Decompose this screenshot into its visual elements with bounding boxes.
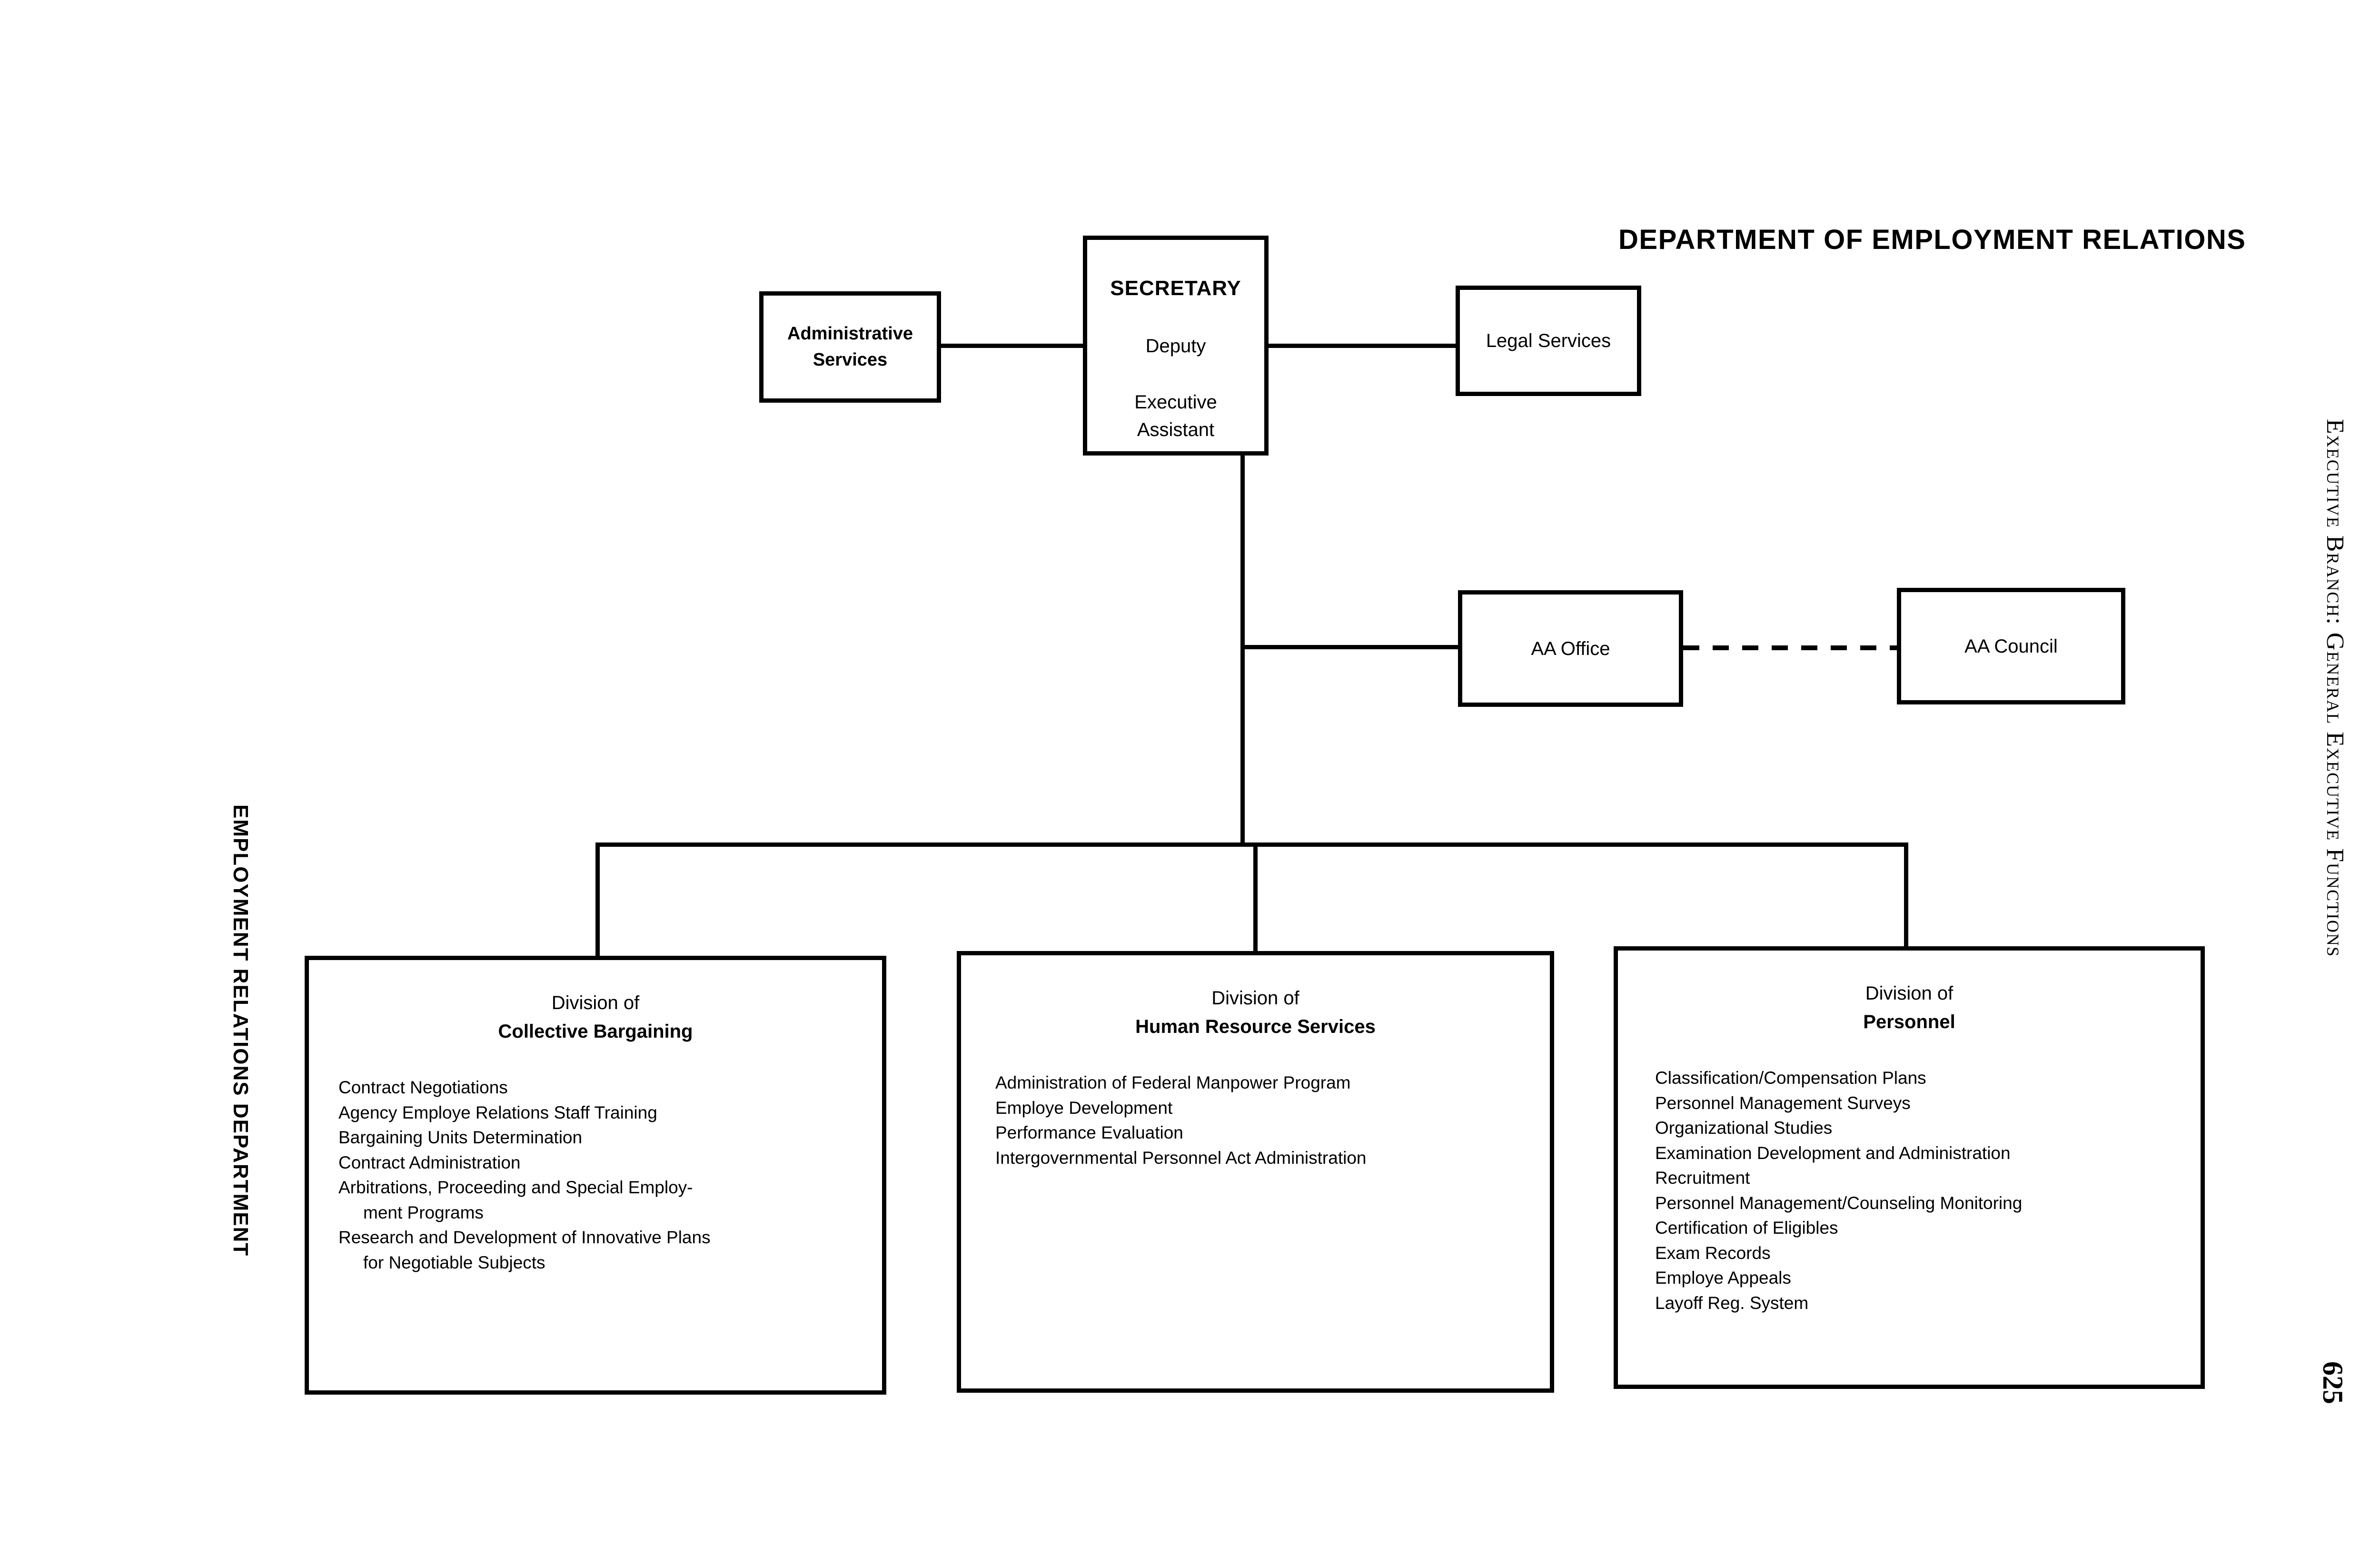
- list-item: Administration of Federal Manpower Progr…: [995, 1073, 1351, 1092]
- division-human-resource-services[interactable]: Division of Human Resource Services Admi…: [957, 951, 1554, 1393]
- list-item: Contract Administration: [338, 1152, 521, 1172]
- list-item: Employe Appeals: [1655, 1268, 1791, 1288]
- legal-services-label: Legal Services: [1486, 330, 1611, 351]
- division-heading: Division of Human Resource Services: [961, 984, 1550, 1041]
- secretary-executive-assistant-line1: Executive: [1134, 391, 1217, 413]
- secretary-title: SECRETARY: [1110, 277, 1241, 300]
- list-item: Layoff Reg. System: [1655, 1293, 1809, 1313]
- connector-secretary-to-legal: [1268, 344, 1457, 348]
- division-function-list: Classification/Compensation Plans Person…: [1618, 1066, 2201, 1316]
- list-item: Organizational Studies: [1655, 1118, 1833, 1138]
- list-item: Recruitment: [1655, 1168, 1750, 1188]
- division-prefix: Division of: [1211, 988, 1299, 1009]
- list-item: Contract Negotiations: [338, 1078, 508, 1097]
- aa-council-label: AA Council: [1964, 635, 2058, 657]
- list-item: Research and Development of Innovative P…: [338, 1228, 711, 1272]
- node-legal-services[interactable]: Legal Services: [1456, 286, 1641, 396]
- list-item: Classification/Compensation Plans: [1655, 1068, 1926, 1088]
- list-item: Personnel Management/Counseling Monitori…: [1655, 1193, 2023, 1213]
- list-item: Intergovernmental Personnel Act Administ…: [995, 1148, 1367, 1168]
- list-item: Examination Development and Administrati…: [1655, 1143, 2011, 1163]
- page-number: 625: [2317, 1361, 2349, 1404]
- list-item: Arbitrations, Proceeding and Special Emp…: [338, 1178, 693, 1222]
- list-item: Personnel Management Surveys: [1655, 1093, 1911, 1113]
- division-heading: Division of Personnel: [1618, 979, 2201, 1036]
- list-item: Agency Employe Relations Staff Training: [338, 1102, 657, 1122]
- connector-aa-office-to-aa-council: [1683, 645, 1897, 650]
- aa-office-label: AA Office: [1531, 638, 1610, 659]
- connector-trunk-to-aa-office: [1240, 645, 1459, 649]
- division-name: Collective Bargaining: [498, 1021, 693, 1042]
- chart-title: DEPARTMENT OF EMPLOYMENT RELATIONS: [1618, 224, 2246, 255]
- list-item: Employe Development: [995, 1098, 1173, 1118]
- secretary-deputy: Deputy: [1145, 335, 1206, 357]
- connector-drop-collective: [595, 842, 600, 957]
- division-heading: Division of Collective Bargaining: [309, 989, 882, 1046]
- connector-admin-to-secretary: [941, 344, 1084, 348]
- administrative-services-label-line1: Administrative: [787, 323, 913, 344]
- secretary-executive-assistant-line2: Assistant: [1137, 419, 1215, 440]
- division-prefix: Division of: [551, 992, 640, 1013]
- division-function-list: Administration of Federal Manpower Progr…: [961, 1070, 1550, 1170]
- list-item: Certification of Eligibles: [1655, 1218, 1838, 1238]
- list-item: Bargaining Units Determination: [338, 1128, 583, 1148]
- node-administrative-services[interactable]: Administrative Services: [759, 291, 941, 403]
- division-name: Human Resource Services: [1135, 1016, 1376, 1037]
- administrative-services-label-line2: Services: [813, 350, 888, 370]
- connector-drop-personnel: [1904, 842, 1908, 947]
- running-head: Executive Branch: General Executive Func…: [2321, 419, 2349, 958]
- side-caption-employment-relations-department: EMPLOYMENT RELATIONS DEPARTMENT: [229, 804, 252, 1257]
- division-collective-bargaining[interactable]: Division of Collective Bargaining Contra…: [305, 956, 886, 1395]
- connector-drop-human: [1253, 842, 1258, 952]
- node-secretary[interactable]: SECRETARY Deputy Executive Assistant: [1083, 236, 1269, 456]
- division-prefix: Division of: [1865, 983, 1954, 1004]
- connector-division-bus: [595, 842, 1908, 847]
- connector-secretary-trunk: [1240, 455, 1245, 845]
- list-item: Performance Evaluation: [995, 1123, 1183, 1143]
- division-name: Personnel: [1863, 1011, 1955, 1032]
- division-function-list: Contract Negotiations Agency Employe Rel…: [309, 1075, 882, 1275]
- list-item: Exam Records: [1655, 1243, 1771, 1263]
- node-aa-office[interactable]: AA Office: [1458, 590, 1683, 707]
- node-aa-council[interactable]: AA Council: [1897, 588, 2125, 704]
- division-personnel[interactable]: Division of Personnel Classification/Com…: [1614, 946, 2205, 1389]
